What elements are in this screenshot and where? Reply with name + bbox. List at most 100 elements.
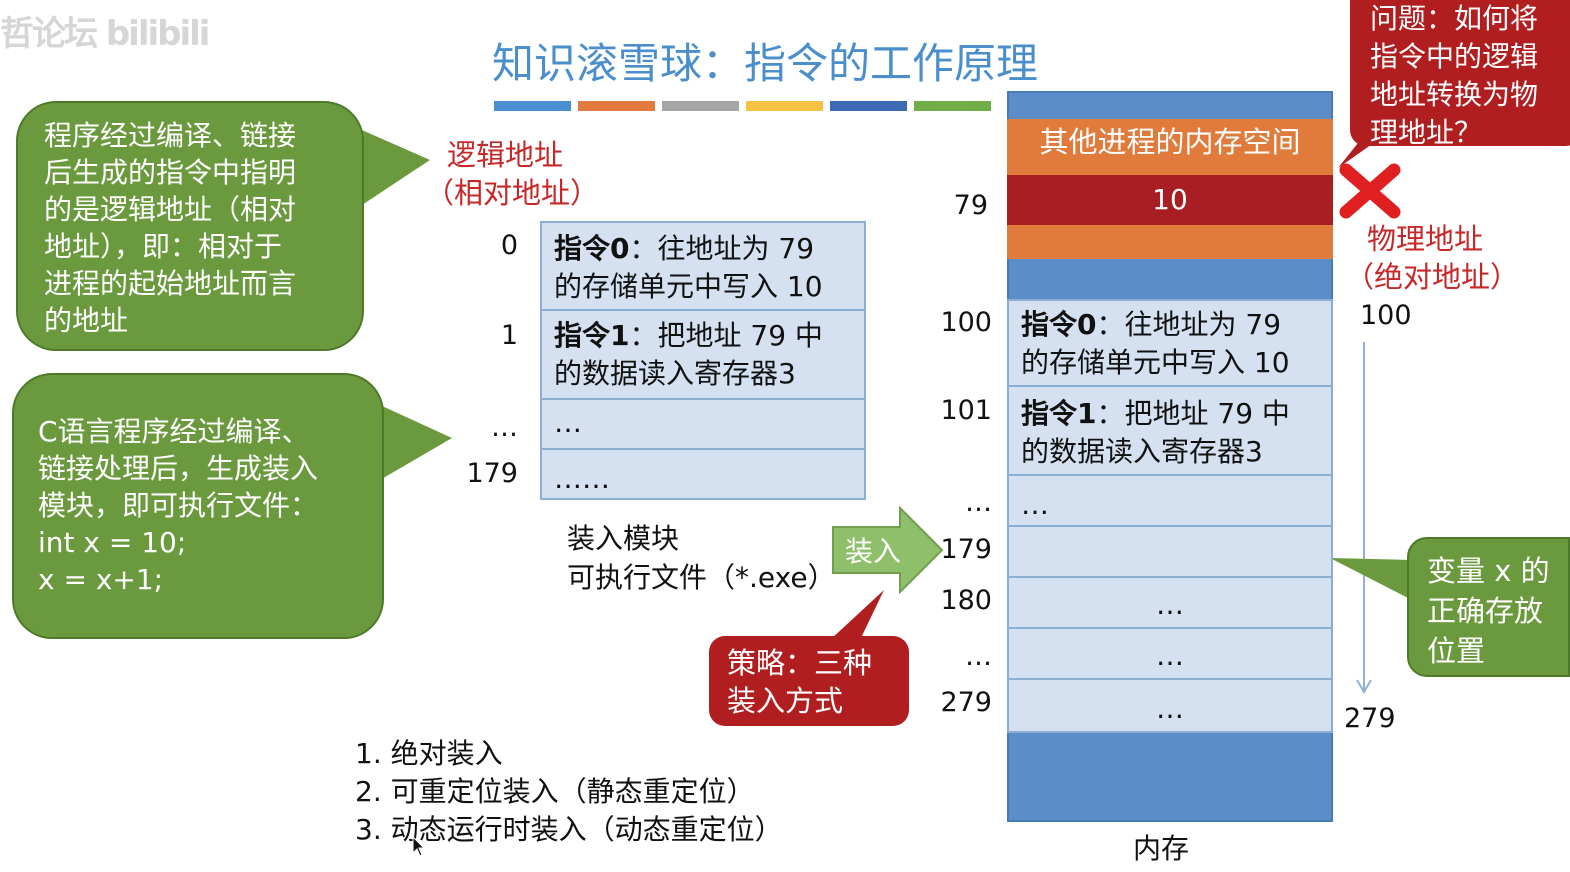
color-bar-4 bbox=[746, 101, 823, 111]
list-item: 2. 可重定位装入（静态重定位） bbox=[355, 775, 755, 808]
list-item: 3. 动态运行时装入（动态重定位） bbox=[355, 813, 783, 846]
physical-end-addr: 279 bbox=[1344, 703, 1396, 734]
memory-label: 内存 bbox=[1133, 832, 1190, 865]
bubble1-line: 后生成的指令中指明 bbox=[44, 156, 297, 189]
bubble2-tail bbox=[380, 405, 452, 480]
bubble2-code-line: x = x+1; bbox=[38, 563, 164, 596]
module-addr: 0 bbox=[500, 230, 518, 261]
bubble1-line: 的是逻辑地址（相对 bbox=[44, 193, 297, 226]
instruction-text: 的存储单元中写入 10 bbox=[1021, 346, 1290, 379]
variable-note-line: 变量 x 的 bbox=[1427, 554, 1550, 588]
question-bubble: 问题：如何将 指令中的逻辑 地址转换为物 理地址？ bbox=[1350, 0, 1570, 149]
mouse-cursor-icon bbox=[412, 836, 426, 857]
watermark: 哲论坛 bilibili bbox=[0, 14, 210, 54]
module-cell: …… bbox=[540, 448, 866, 500]
strategy-bubble: 策略：三种 装入方式 bbox=[709, 636, 909, 726]
memory-addr: 279 bbox=[940, 687, 992, 718]
bubble2-line: C语言程序经过编译、 bbox=[38, 415, 310, 448]
question-line: 理地址？ bbox=[1370, 116, 1483, 149]
instruction-id: 指令0 bbox=[554, 232, 630, 265]
memory-cell: 指令0：往地址为 79 的存储单元中写入 10 bbox=[1007, 299, 1333, 387]
logical-address-label: 逻辑地址 bbox=[447, 138, 564, 172]
memory-cell: … bbox=[1007, 576, 1333, 629]
instruction-id: 指令1 bbox=[1021, 397, 1097, 430]
strategy-line: 策略：三种 bbox=[727, 646, 873, 680]
variable-location-bubble: 变量 x 的 正确存放 位置 bbox=[1407, 537, 1570, 677]
memory-cell-79: 10 bbox=[1007, 175, 1333, 225]
cross-mark-icon bbox=[1339, 163, 1401, 219]
module-cell: 指令1：把地址 79 中 的数据读入寄存器3 bbox=[540, 309, 866, 400]
load-module-caption: 装入模块 bbox=[567, 522, 680, 555]
load-arrow-label: 装入 bbox=[845, 535, 902, 568]
instruction-id: 指令1 bbox=[554, 319, 630, 352]
module-cell: 指令0：往地址为 79 的存储单元中写入 10 bbox=[540, 221, 866, 311]
memory-addr: … bbox=[965, 487, 992, 518]
bubble2-line: 链接处理后，生成装入 bbox=[38, 452, 319, 485]
ellipsis-text: … bbox=[1156, 588, 1184, 621]
color-bar-2 bbox=[578, 101, 655, 111]
instruction-text: ：往地址为 79 bbox=[1096, 308, 1282, 341]
variable-note-line: 正确存放 bbox=[1427, 594, 1544, 628]
module-addr: … bbox=[491, 412, 518, 443]
ellipsis-text: … bbox=[1156, 639, 1184, 672]
memory-addr: … bbox=[965, 641, 992, 672]
bubble1-line: 进程的起始地址而言 bbox=[44, 267, 297, 300]
memory-cell: … bbox=[1007, 627, 1333, 680]
executable-caption: 可执行文件（*.exe） bbox=[567, 561, 836, 594]
load-arrow-shape bbox=[832, 505, 944, 595]
list-item: 1. 绝对装入 bbox=[355, 737, 503, 770]
memory-cell: … bbox=[1007, 678, 1333, 733]
color-bar-1 bbox=[494, 101, 571, 111]
module-addr: 179 bbox=[466, 458, 518, 489]
logical-address-bubble: 程序经过编译、链接 后生成的指令中指明 的是逻辑地址（相对 地址），即：相对于 … bbox=[16, 101, 364, 351]
physical-address-label: 物理地址 bbox=[1367, 222, 1484, 256]
ellipsis-text: …… bbox=[554, 462, 610, 495]
strategy-line: 装入方式 bbox=[727, 684, 844, 718]
slide-title: 知识滚雪球：指令的工作原理 bbox=[491, 39, 1038, 88]
question-line: 指令中的逻辑 bbox=[1370, 40, 1539, 73]
variable-note-line: 位置 bbox=[1427, 634, 1486, 668]
other-process-region-lower bbox=[1007, 225, 1333, 259]
question-line: 地址转换为物 bbox=[1370, 78, 1539, 111]
memory-addr: 100 bbox=[940, 307, 992, 338]
memory-addr: 179 bbox=[940, 534, 992, 565]
memory-addr: 180 bbox=[940, 585, 992, 616]
module-addr: 1 bbox=[500, 320, 518, 351]
instruction-text: ：把地址 79 中 bbox=[1096, 397, 1290, 430]
module-cell: … bbox=[540, 398, 866, 450]
ellipsis-text: … bbox=[1156, 692, 1184, 725]
instruction-text: ：把地址 79 中 bbox=[629, 319, 823, 352]
bubble1-tail bbox=[362, 130, 430, 205]
instruction-text: 的数据读入寄存器3 bbox=[1021, 435, 1263, 468]
memory-cell: … bbox=[1007, 474, 1333, 527]
instruction-text: 的存储单元中写入 10 bbox=[554, 270, 823, 303]
instruction-text: ：往地址为 79 bbox=[629, 232, 815, 265]
color-bar-6 bbox=[914, 101, 991, 111]
relative-address-label: （相对地址） bbox=[425, 176, 600, 210]
color-bar-3 bbox=[662, 101, 739, 111]
absolute-address-label: （绝对地址） bbox=[1345, 260, 1520, 294]
memory-addr: 101 bbox=[940, 395, 992, 426]
physical-start-addr: 100 bbox=[1360, 300, 1412, 331]
strategy-tail bbox=[830, 590, 884, 640]
bubble1-line: 的地址 bbox=[44, 304, 129, 337]
memory-addr: 79 bbox=[953, 190, 988, 221]
other-process-region: 其他进程的内存空间 bbox=[1007, 119, 1333, 175]
variable-note-tail bbox=[1330, 558, 1412, 600]
memory-cell: 指令1：把地址 79 中 的数据读入寄存器3 bbox=[1007, 385, 1333, 476]
bubble2-line: 模块，即可执行文件： bbox=[38, 489, 319, 522]
memory-cell-179 bbox=[1007, 525, 1333, 578]
question-line: 问题：如何将 bbox=[1370, 2, 1539, 35]
ellipsis-text: … bbox=[1021, 488, 1049, 521]
physical-range-arrowhead bbox=[1356, 679, 1372, 694]
color-bar-5 bbox=[830, 101, 907, 111]
bubble1-line: 程序经过编译、链接 bbox=[44, 119, 297, 152]
instruction-text: 的数据读入寄存器3 bbox=[554, 357, 796, 390]
bubble1-line: 地址），即：相对于 bbox=[44, 230, 283, 263]
executable-bubble: C语言程序经过编译、 链接处理后，生成装入 模块，即可执行文件： int x =… bbox=[12, 373, 384, 639]
ellipsis-text: … bbox=[554, 406, 582, 439]
loading-methods-list: 1. 绝对装入 2. 可重定位装入（静态重定位） 3. 动态运行时装入（动态重定… bbox=[355, 735, 783, 849]
instruction-id: 指令0 bbox=[1021, 308, 1097, 341]
bubble2-code-line: int x = 10; bbox=[38, 526, 187, 559]
